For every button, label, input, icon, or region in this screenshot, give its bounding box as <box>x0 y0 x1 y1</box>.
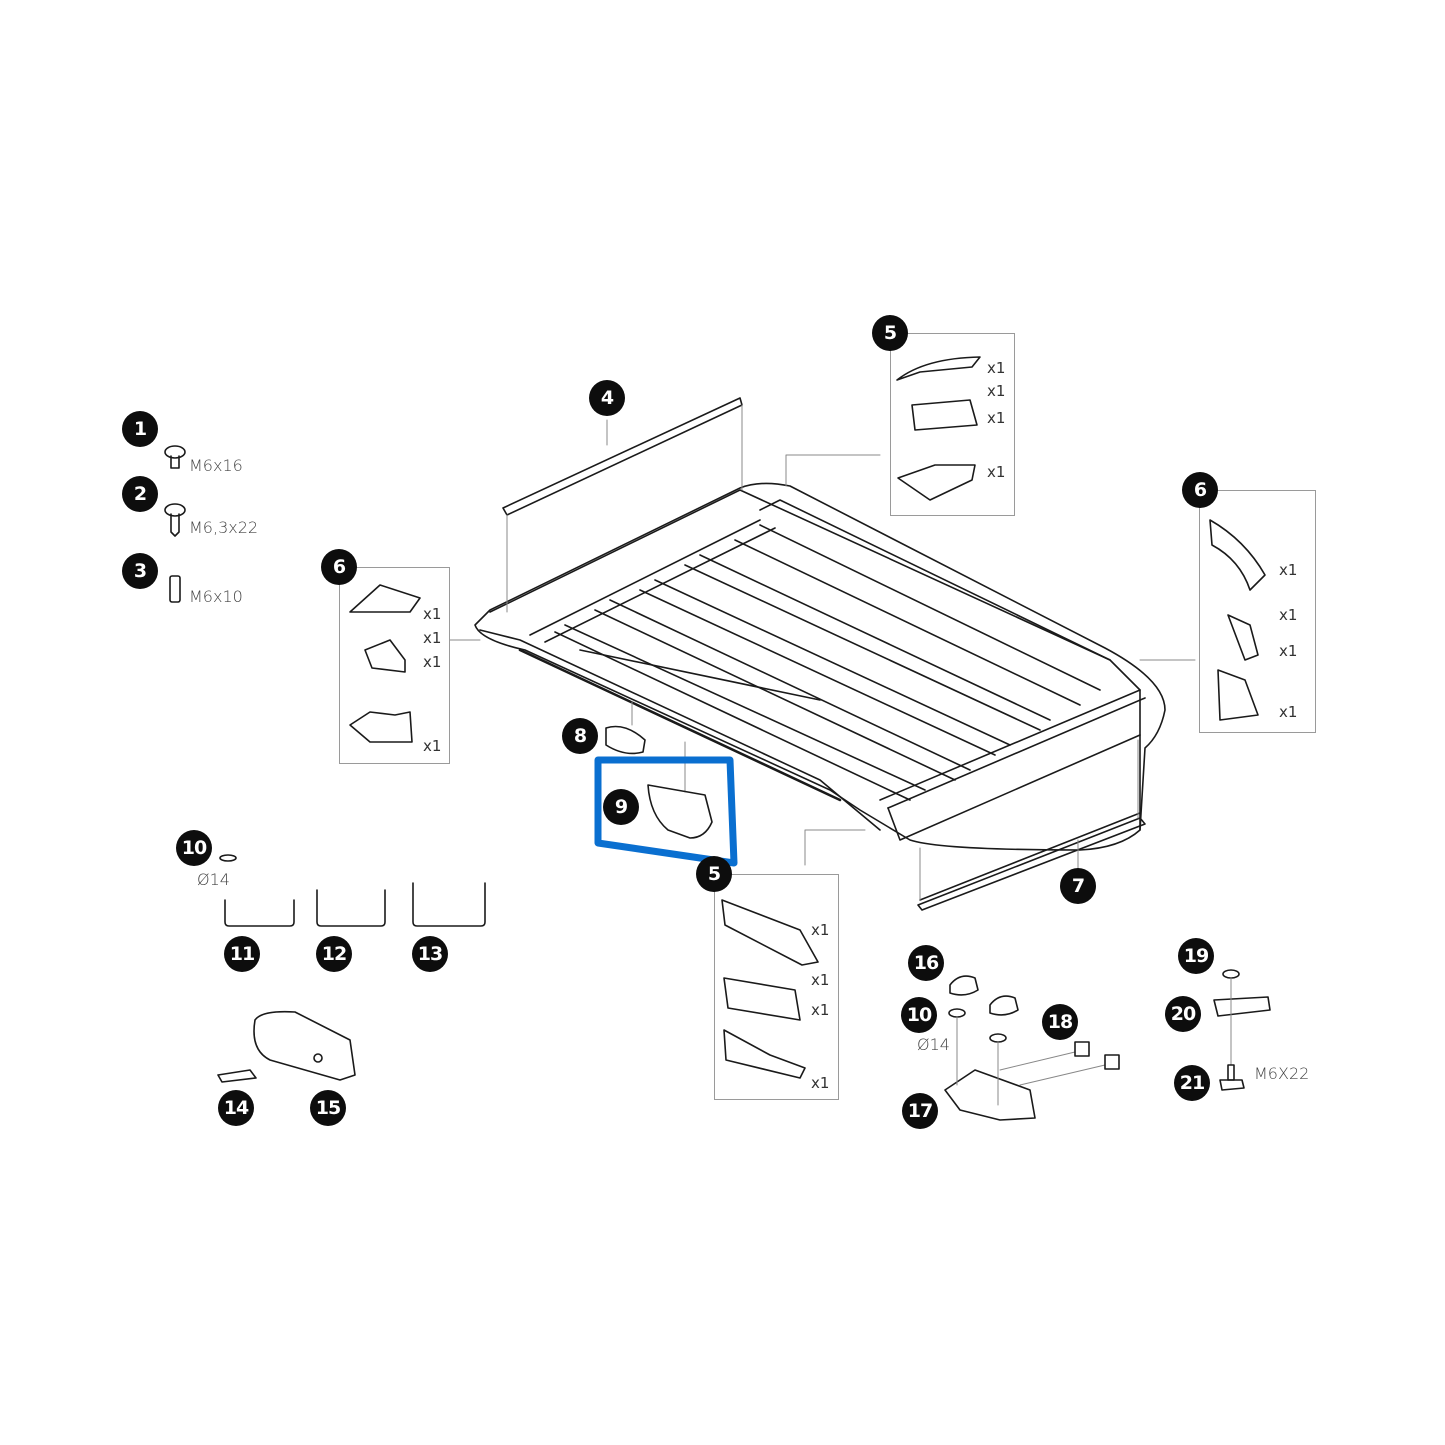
spec-label-2: M6,3x22 <box>189 518 259 537</box>
qty-5-bottom-2: x1 <box>811 971 830 989</box>
part-group-box-6-left <box>339 567 450 764</box>
spec-label-10-right: Ø14 <box>917 1035 950 1054</box>
qty-5-bottom-4: x1 <box>811 1074 830 1092</box>
callout-badge-6-right[interactable]: 6 <box>1182 472 1218 508</box>
callout-badge-2[interactable]: 2 <box>122 476 158 512</box>
callout-badge-15[interactable]: 15 <box>310 1090 346 1126</box>
part-group-box-6-right <box>1199 490 1316 733</box>
qty-5-top-1: x1 <box>987 359 1006 377</box>
callout-badge-10-right[interactable]: 10 <box>901 997 937 1033</box>
qty-6-left-1: x1 <box>423 605 442 623</box>
spec-label-21: M6X22 <box>1254 1064 1310 1083</box>
callout-badge-14[interactable]: 14 <box>218 1090 254 1126</box>
callout-badge-5-top[interactable]: 5 <box>872 315 908 351</box>
qty-6-right-2: x1 <box>1279 606 1298 624</box>
qty-5-bottom-3: x1 <box>811 1001 830 1019</box>
qty-6-right-3: x1 <box>1279 642 1298 660</box>
callout-badge-7[interactable]: 7 <box>1060 868 1096 904</box>
callout-badge-16[interactable]: 16 <box>908 945 944 981</box>
qty-5-top-4: x1 <box>987 463 1006 481</box>
callout-badge-13[interactable]: 13 <box>412 936 448 972</box>
callout-badge-10-left[interactable]: 10 <box>176 830 212 866</box>
qty-5-top-2: x1 <box>987 382 1006 400</box>
callout-badge-9[interactable]: 9 <box>603 789 639 825</box>
callout-badge-19[interactable]: 19 <box>1178 938 1214 974</box>
qty-6-left-2: x1 <box>423 629 442 647</box>
callout-badge-11[interactable]: 11 <box>224 936 260 972</box>
callout-badge-21[interactable]: 21 <box>1174 1065 1210 1101</box>
callout-badge-20[interactable]: 20 <box>1165 996 1201 1032</box>
highlight-frame-part-9 <box>594 756 738 867</box>
part-group-box-5-top <box>890 333 1015 516</box>
callout-badge-8[interactable]: 8 <box>562 718 598 754</box>
callout-badge-5-bottom[interactable]: 5 <box>696 856 732 892</box>
callout-badge-4[interactable]: 4 <box>589 380 625 416</box>
callout-badge-1[interactable]: 1 <box>122 411 158 447</box>
qty-6-right-1: x1 <box>1279 561 1298 579</box>
callout-badge-18[interactable]: 18 <box>1042 1004 1078 1040</box>
callout-badge-12[interactable]: 12 <box>316 936 352 972</box>
spec-label-3: M6x10 <box>189 587 243 606</box>
spec-label-10-left: Ø14 <box>197 870 230 889</box>
qty-5-top-3: x1 <box>987 409 1006 427</box>
qty-6-left-4: x1 <box>423 737 442 755</box>
qty-6-right-4: x1 <box>1279 703 1298 721</box>
qty-5-bottom-1: x1 <box>811 921 830 939</box>
qty-6-left-3: x1 <box>423 653 442 671</box>
rack-frame <box>474 482 1166 851</box>
part-group-box-5-bottom <box>714 874 839 1100</box>
spec-label-1: M6x16 <box>189 456 243 475</box>
callout-badge-17[interactable]: 17 <box>902 1093 938 1129</box>
callout-badge-6-left[interactable]: 6 <box>321 549 357 585</box>
callout-badge-3[interactable]: 3 <box>122 553 158 589</box>
